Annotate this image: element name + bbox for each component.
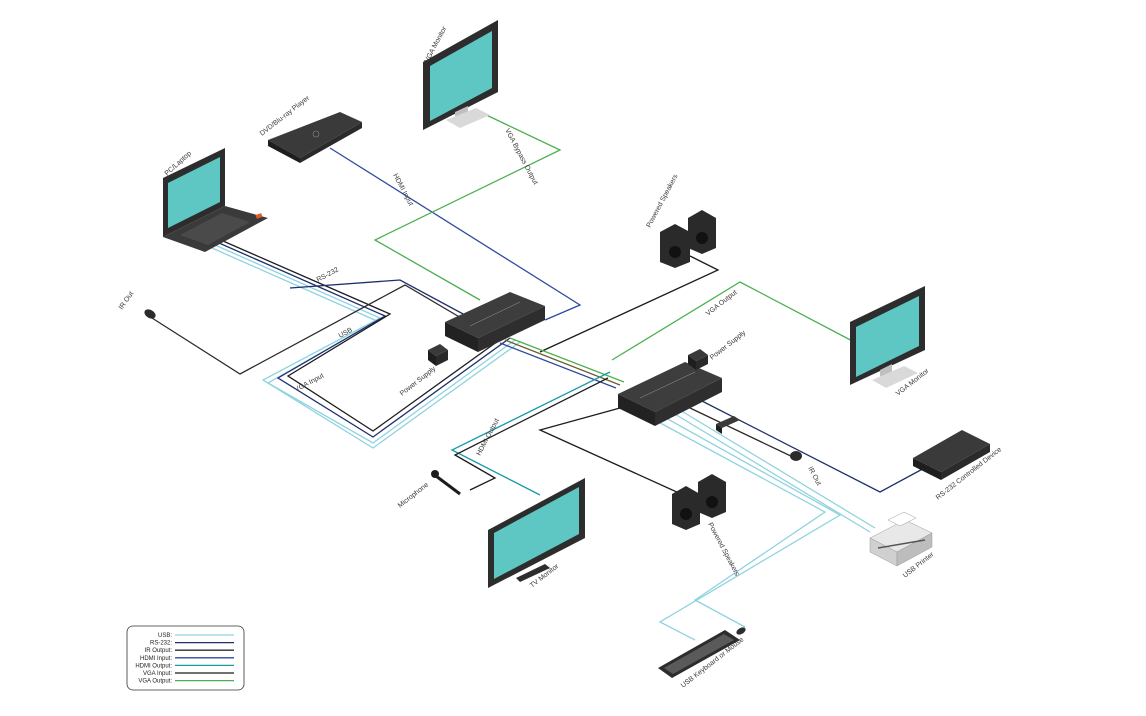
power-supply-right: Power Supply — [688, 329, 748, 370]
legend-label: USB: — [158, 633, 172, 639]
vga-monitor-top: VGA Monitor — [423, 20, 498, 130]
usb-cable-laptop — [214, 244, 521, 449]
vga-output-cable — [611, 281, 861, 361]
receiver-unit — [618, 362, 722, 426]
usb-printer-cable-2 — [654, 401, 871, 533]
cables — [151, 111, 931, 641]
ir-out-right-label: IR Out — [806, 466, 822, 487]
transmitter-unit — [445, 292, 545, 352]
vga-bypass-cable — [373, 111, 562, 301]
legend-items: USB: RS-232:IR Output: HDMI Input:HDMI Out… — [135, 633, 234, 685]
ir-out-left-label: IR Out — [118, 291, 135, 312]
powered-speakers-bottom-label: Powered Speakers — [706, 522, 740, 578]
hdmi-output-label: HDMI Output — [476, 418, 501, 457]
ir-emitter-right: IR Out — [790, 451, 822, 487]
tx-rx-link — [504, 339, 621, 386]
pc-laptop: PC/Laptop — [163, 148, 268, 252]
dvd-player: DVD/Blu-ray Player — [259, 94, 362, 163]
legend-label: HDMI Output: — [135, 663, 172, 669]
usb-keyboard-mouse: USB Keyboard or Mouse — [658, 627, 746, 690]
usb-mouse-cable — [639, 411, 827, 628]
legend-label: RS-232: — [150, 641, 172, 647]
powered-speakers-top: Powered Speakers — [646, 173, 716, 268]
power-supply-left-label: Power Supply — [399, 365, 438, 397]
rs232-controlled-device: RS-232 Controlled Device — [913, 430, 1003, 502]
usb-printer-cable — [659, 397, 876, 529]
power-supply-left: Power Supply — [399, 344, 448, 398]
tv-monitor: TV Monitor — [488, 478, 585, 590]
usb-keyboard-cable — [647, 407, 842, 641]
speaker-top-cable — [539, 255, 720, 353]
hdmi-input-cable — [329, 147, 582, 321]
ir-out-left-cable — [151, 284, 469, 375]
usb-printer: USB Printer — [869, 511, 936, 580]
powered-speakers-bottom: Powered Speakers — [672, 474, 740, 578]
rs232-loop — [289, 279, 479, 323]
usb-dongle — [716, 416, 740, 434]
power-supply-right-label: Power Supply — [709, 329, 748, 361]
tx-rx-link-3 — [509, 337, 625, 383]
ir-emitter-left: IR Out — [118, 291, 156, 319]
hdmi-output-cable — [450, 371, 611, 496]
microphone-label: Microphone — [397, 481, 430, 509]
legend-label: HDMI Input: — [140, 656, 172, 662]
legend-label: VGA Output: — [138, 679, 172, 685]
vga-monitor-right: VGA Monitor — [850, 286, 931, 398]
hdmi-input-label: HDMI Input — [391, 173, 414, 208]
usb-cable-laptop-2 — [211, 247, 516, 444]
legend-label: IR Output: — [145, 648, 173, 654]
tx-rx-link-2 — [499, 342, 617, 389]
powered-speakers-top-label: Powered Speakers — [646, 173, 680, 229]
ir-out-right-cable — [689, 407, 796, 459]
legend-label: VGA Input: — [143, 671, 172, 677]
microphone-cable — [453, 377, 609, 491]
rs232-device-cable — [699, 399, 931, 493]
vga-bypass-output-label: VGA Bypass Output — [503, 128, 538, 186]
vga-input-cable-laptop — [222, 240, 506, 432]
speaker-bottom-cable — [538, 407, 691, 499]
microphone: Microphone — [397, 470, 461, 510]
rs232-label: RS-232 — [316, 266, 340, 283]
rs232-cable-laptop — [218, 242, 511, 438]
